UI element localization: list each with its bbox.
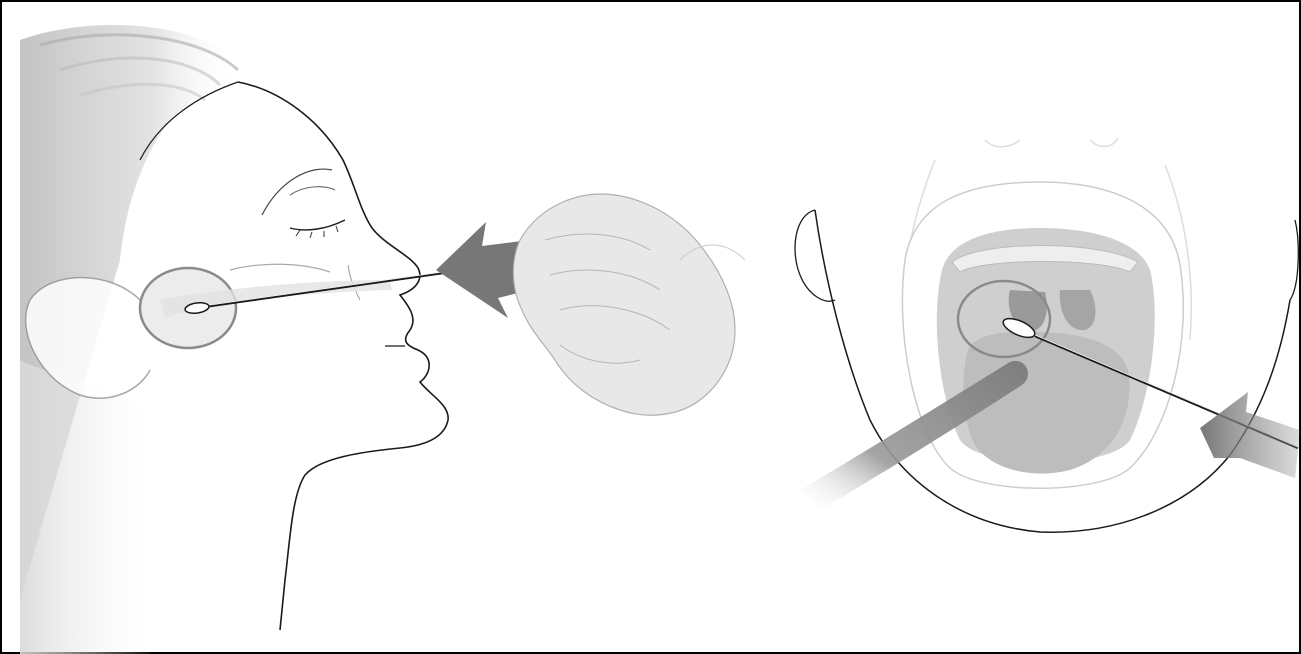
neck-shading bbox=[20, 360, 160, 654]
nasopharyngeal-panel bbox=[20, 25, 745, 654]
hand bbox=[513, 194, 735, 415]
nostril-right bbox=[1090, 138, 1118, 147]
cheek-line bbox=[230, 264, 330, 272]
oropharyngeal-panel bbox=[795, 138, 1300, 532]
ear-right bbox=[1290, 220, 1298, 300]
eyebrow bbox=[262, 169, 332, 215]
eyelid-upper bbox=[290, 187, 335, 195]
nostril-left bbox=[985, 140, 1020, 147]
op-direction-arrow bbox=[1200, 392, 1300, 478]
face-profile bbox=[238, 82, 448, 630]
eyelash bbox=[296, 226, 338, 238]
